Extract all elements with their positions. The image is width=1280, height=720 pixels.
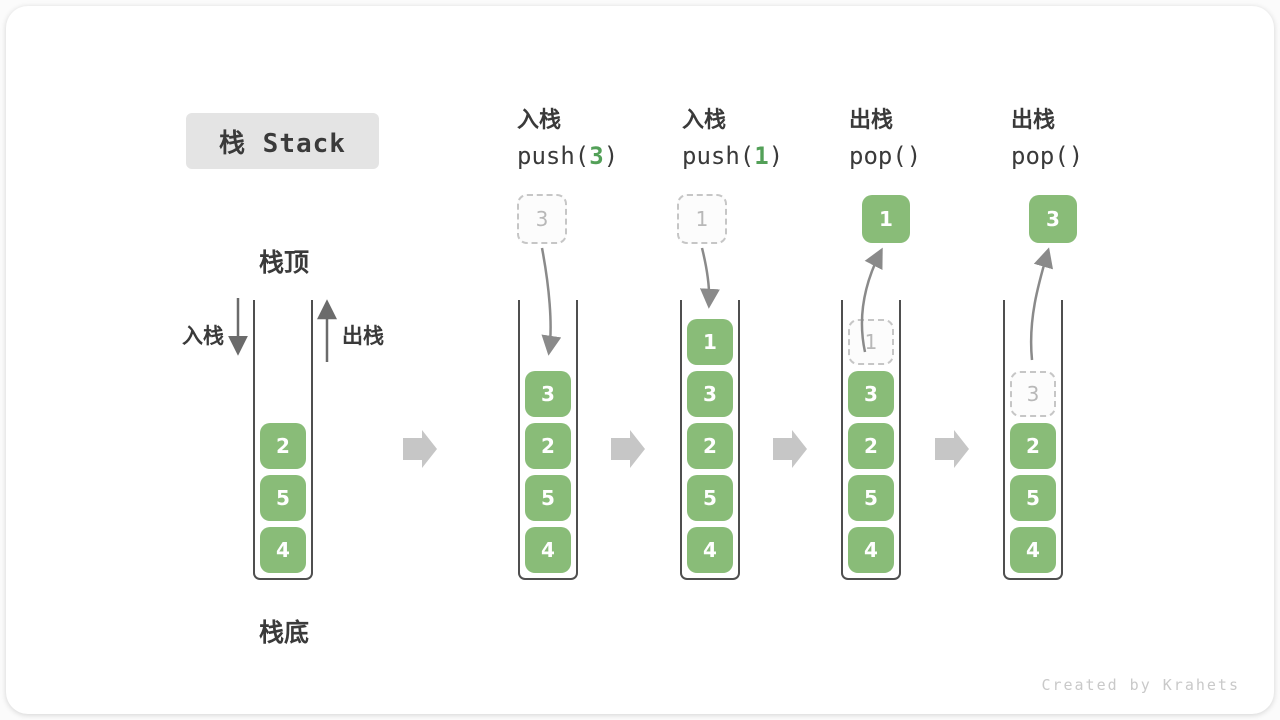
stack-cell: 3 — [848, 371, 894, 417]
stack-cell: 2 — [260, 423, 306, 469]
op-code: pop() — [1011, 142, 1084, 170]
stack-cell: 4 — [848, 527, 894, 573]
floating-value-ghost: 3 — [517, 194, 567, 244]
stack-cell: 2 — [687, 423, 733, 469]
stack-cell: 4 — [687, 527, 733, 573]
pop-direction-label: 出栈 — [342, 325, 384, 348]
stack-cell: 5 — [1010, 475, 1056, 521]
stack-container-after-push3: 3 2 5 4 — [518, 300, 578, 580]
op-code: push(1) — [682, 142, 784, 170]
stack-cell: 2 — [525, 423, 571, 469]
stack-bottom-label: 栈底 — [258, 619, 309, 647]
stack-cell: 4 — [260, 527, 306, 573]
stack-cell: 5 — [260, 475, 306, 521]
step-header-push1: 入栈 push(1) — [682, 107, 852, 170]
stack-cell: 2 — [848, 423, 894, 469]
stack-container-after-pop1: 1 3 2 5 4 — [841, 300, 901, 580]
stack-cell: 3 — [687, 371, 733, 417]
stack-container-after-pop3: 3 2 5 4 — [1003, 300, 1063, 580]
stack-cell: 4 — [525, 527, 571, 573]
stack-cell: 5 — [848, 475, 894, 521]
watermark: Created by Krahets — [1041, 676, 1240, 694]
stack-cell: 5 — [525, 475, 571, 521]
op-label: 出栈 — [849, 107, 894, 132]
stack-cell: 3 — [525, 371, 571, 417]
stack-cell: 4 — [1010, 527, 1056, 573]
floating-value-popped: 1 — [862, 195, 910, 243]
op-code: pop() — [849, 142, 922, 170]
stack-container-initial: 2 5 4 — [253, 300, 313, 580]
step-header-pop3: 出栈 pop() — [1011, 107, 1181, 170]
stack-cell: 1 — [687, 319, 733, 365]
stack-top-label: 栈顶 — [258, 249, 309, 277]
stack-cell: 5 — [687, 475, 733, 521]
step-header-pop1: 出栈 pop() — [849, 107, 1019, 170]
op-label: 出栈 — [1011, 107, 1056, 132]
stack-cell-ghost: 3 — [1010, 371, 1056, 417]
stack-cell: 2 — [1010, 423, 1056, 469]
push-direction-label: 入栈 — [182, 325, 224, 348]
stack-container-after-push1: 1 3 2 5 4 — [680, 300, 740, 580]
op-label: 入栈 — [682, 107, 727, 132]
code-arg: 1 — [754, 142, 769, 170]
floating-value-ghost: 1 — [677, 194, 727, 244]
step-header-push3: 入栈 push(3) — [517, 107, 687, 170]
diagram-title: 栈 Stack — [186, 113, 379, 169]
op-label: 入栈 — [517, 107, 562, 132]
stack-cell-ghost: 1 — [848, 319, 894, 365]
floating-value-popped: 3 — [1029, 195, 1077, 243]
op-code: push(3) — [517, 142, 619, 170]
code-arg: 3 — [589, 142, 604, 170]
